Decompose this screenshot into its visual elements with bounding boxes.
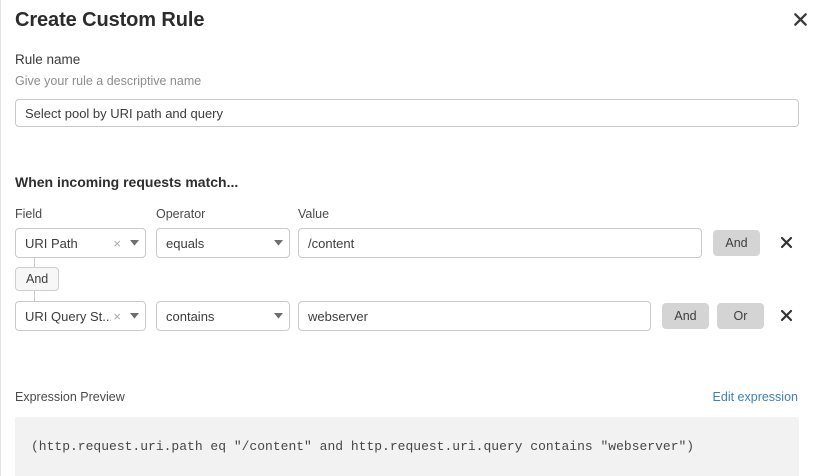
delete-condition-button-row-2[interactable]	[775, 302, 797, 328]
rule-name-input[interactable]	[15, 99, 799, 127]
chevron-down-icon[interactable]	[123, 240, 145, 246]
close-modal-button[interactable]	[787, 6, 813, 32]
field-select-value: URI Path	[25, 235, 78, 251]
conditions-section-heading: When incoming requests match...	[15, 174, 239, 190]
clear-icon[interactable]: ×	[113, 308, 121, 324]
and-button-row-1[interactable]: And	[713, 230, 760, 256]
clear-icon[interactable]: ×	[113, 235, 121, 251]
operator-select-value: contains	[166, 308, 215, 324]
expression-preview-label: Expression Preview	[15, 390, 125, 404]
connector-line-bottom	[34, 291, 35, 301]
rule-name-help-text: Give your rule a descriptive name	[15, 74, 202, 88]
condition-row: URI Path × equals And	[1, 228, 820, 258]
chevron-down-icon[interactable]	[267, 240, 289, 246]
expression-preview-box: (http.request.uri.path eq "/content" and…	[15, 417, 799, 476]
field-select-value: URI Query St...	[25, 308, 112, 324]
value-input-row-1[interactable]	[298, 228, 702, 258]
column-header-field: Field	[15, 207, 43, 221]
delete-condition-button-row-1[interactable]	[775, 229, 797, 255]
operator-select-row-1[interactable]: equals	[156, 228, 290, 258]
rule-name-label: Rule name	[15, 52, 81, 67]
expression-preview-text: (http.request.uri.path eq "/content" and…	[31, 439, 695, 454]
value-input-row-2[interactable]	[298, 301, 651, 331]
chevron-down-icon[interactable]	[123, 313, 145, 319]
operator-select-value: equals	[166, 235, 205, 251]
connector-line-top	[34, 258, 35, 268]
connector-and-chip[interactable]: And	[15, 267, 60, 291]
or-button-row-2[interactable]: Or	[717, 303, 764, 329]
field-select-row-1[interactable]: URI Path ×	[15, 228, 146, 258]
field-select-row-2[interactable]: URI Query St... ×	[15, 301, 146, 331]
condition-row: URI Query St... × contains And Or	[1, 301, 820, 331]
close-icon	[780, 236, 793, 249]
page-title: Create Custom Rule	[15, 9, 205, 31]
and-button-row-2[interactable]: And	[662, 303, 709, 329]
operator-select-row-2[interactable]: contains	[156, 301, 290, 331]
chevron-down-icon[interactable]	[267, 313, 289, 319]
column-header-value: Value	[298, 207, 330, 221]
close-icon	[793, 12, 808, 27]
edit-expression-link[interactable]: Edit expression	[712, 390, 798, 404]
column-header-operator: Operator	[156, 207, 206, 221]
close-icon	[780, 309, 793, 322]
